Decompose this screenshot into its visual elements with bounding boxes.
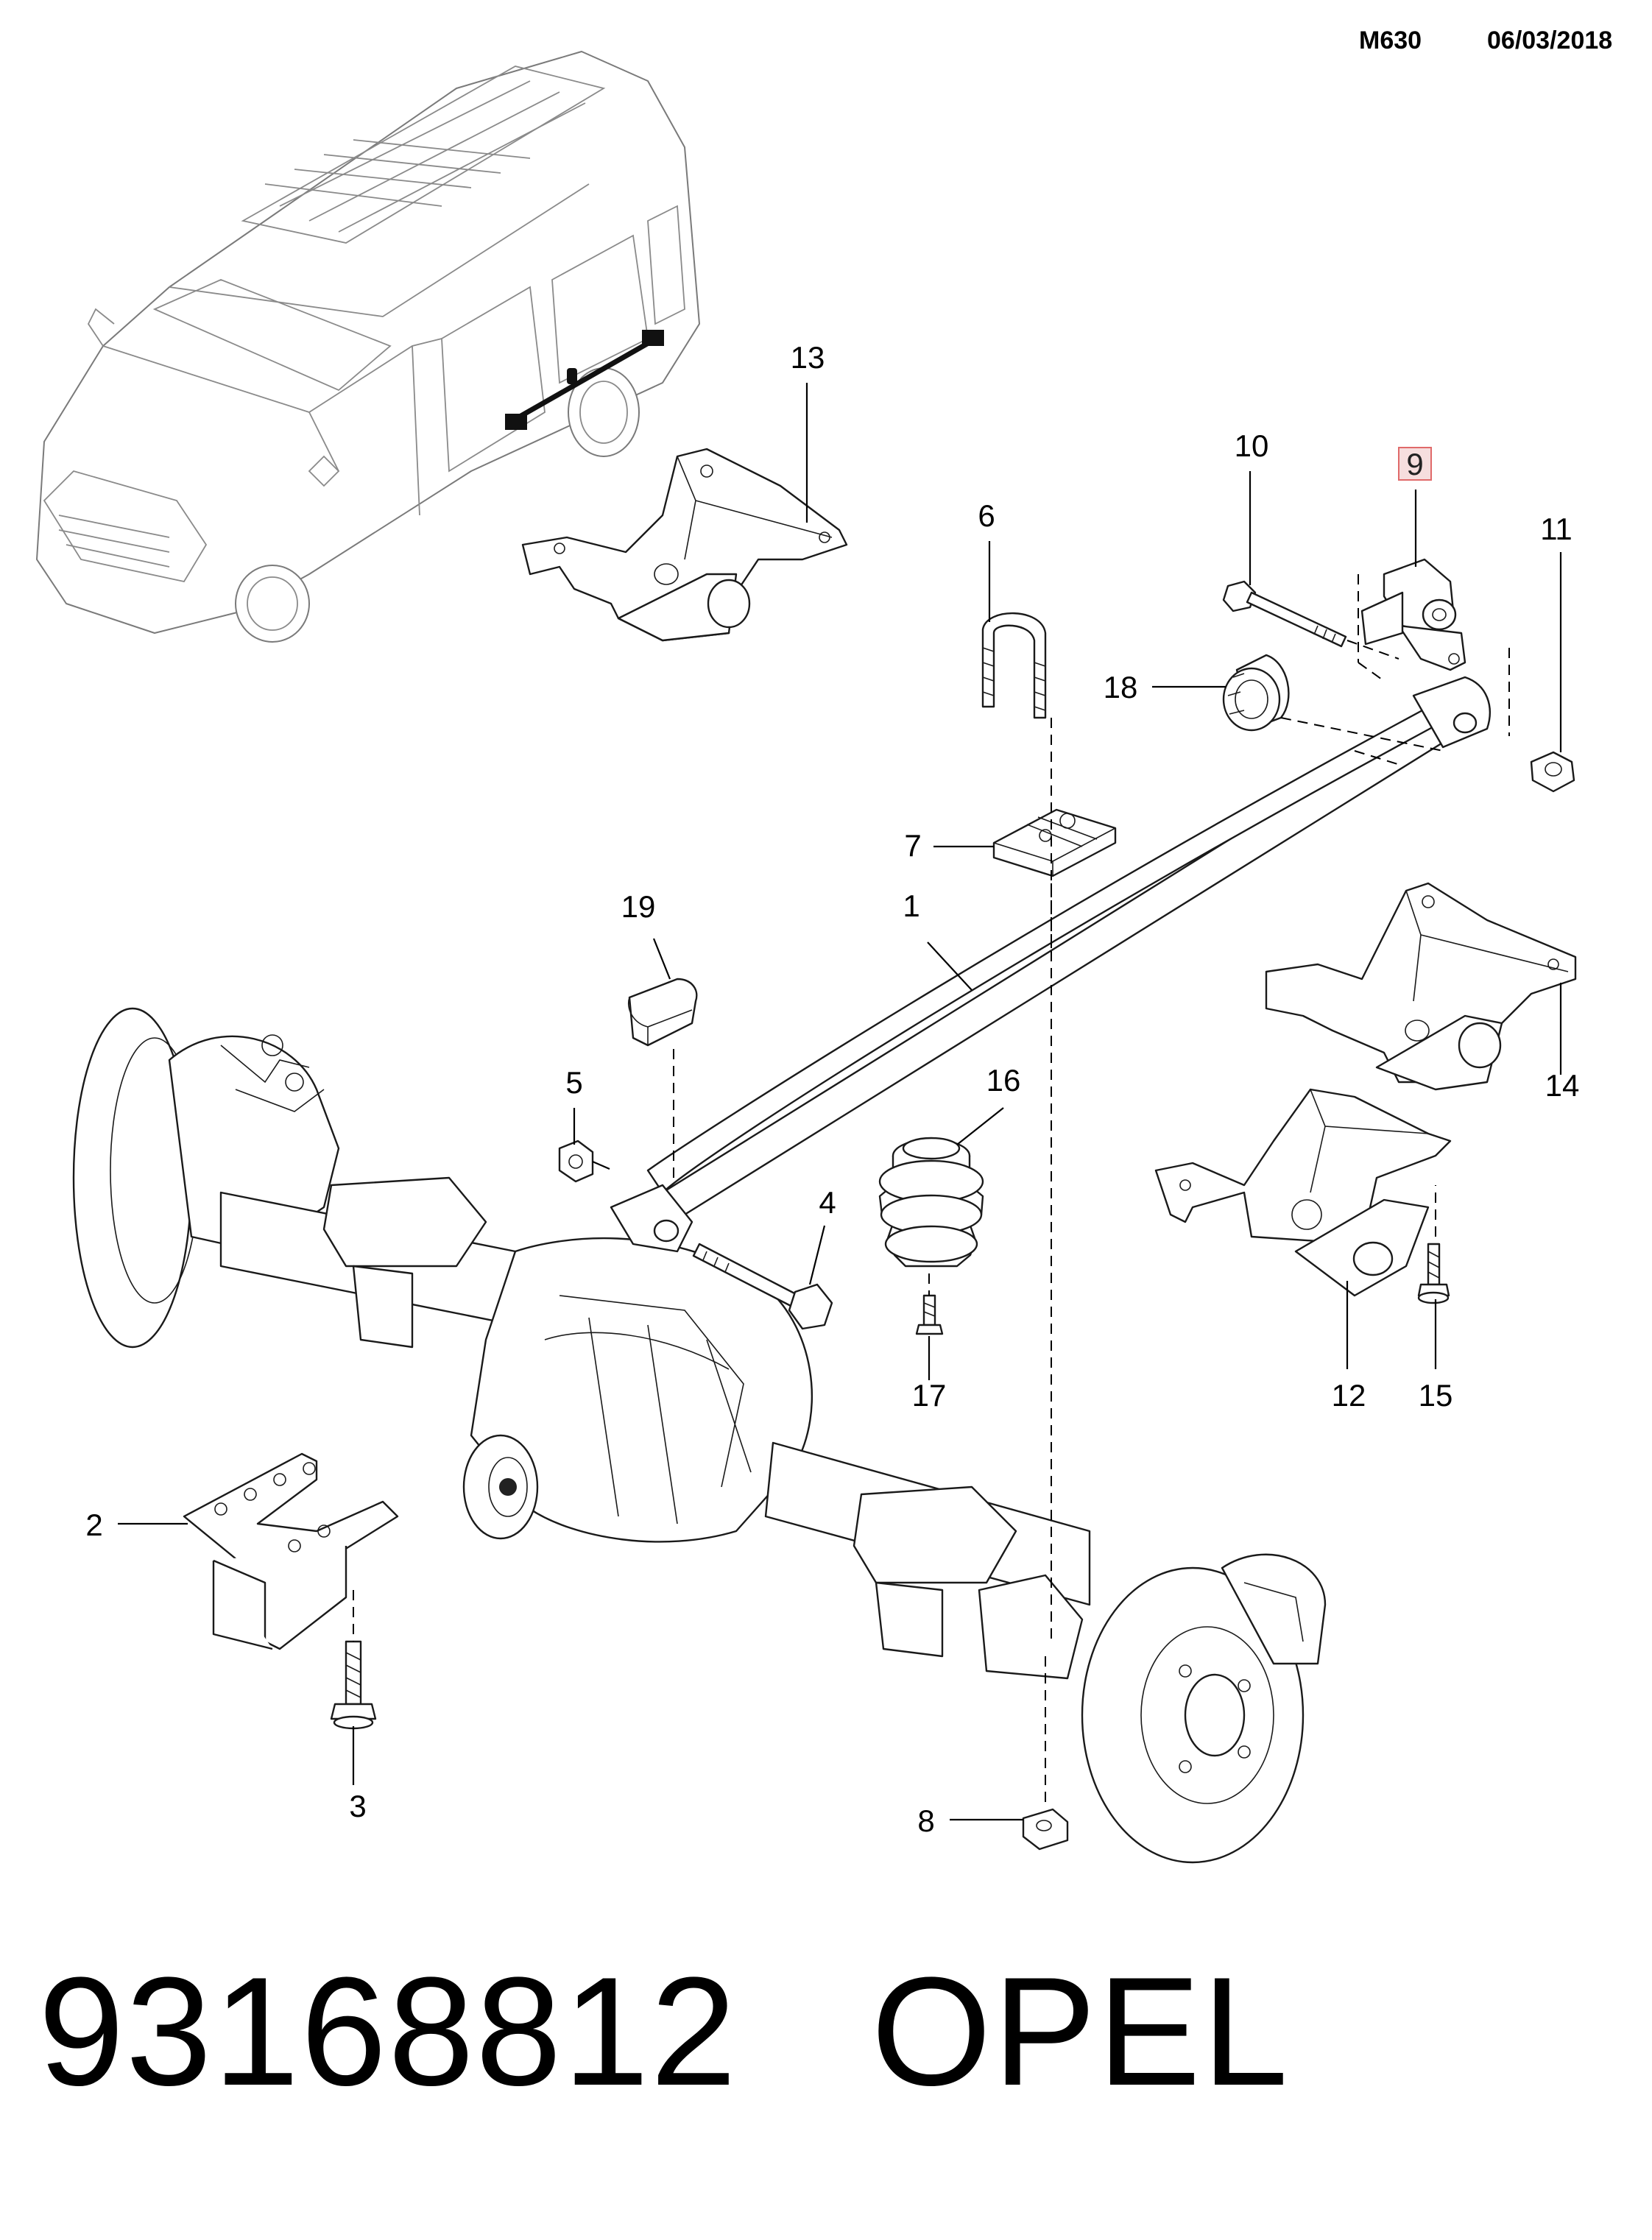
callout-15: 15 xyxy=(1419,1378,1453,1413)
part-18-bushing xyxy=(1222,654,1290,732)
leaf-spring xyxy=(610,676,1491,1253)
callout-2: 2 xyxy=(85,1508,102,1542)
part-13-bracket xyxy=(521,448,848,642)
diagram-date: 06/03/2018 xyxy=(1487,27,1613,54)
callout-4: 4 xyxy=(819,1185,836,1220)
part-14-bracket xyxy=(1265,882,1577,1091)
van-illustration xyxy=(36,51,700,643)
highlight-box-9 xyxy=(1398,447,1432,481)
part-15-bolt xyxy=(1417,1243,1450,1304)
part-12-bracket xyxy=(1154,1088,1452,1297)
callout-18: 18 xyxy=(1104,670,1138,704)
part-19-spacer xyxy=(628,978,698,1047)
part-8-nut xyxy=(1022,1808,1069,1851)
brand-name: OPEL xyxy=(871,1945,1290,2118)
callout-6: 6 xyxy=(978,498,995,533)
part-9-shackle xyxy=(1360,558,1466,671)
callout-labels: 1 2 3 4 5 6 7 8 9 10 11 12 13 14 15 16 1… xyxy=(85,340,1579,1838)
part-2-bracket xyxy=(183,1452,399,1650)
callout-10: 10 xyxy=(1235,428,1269,463)
part-number-footer: 93168812 OPEL xyxy=(38,1954,1290,2109)
leader-lines xyxy=(118,383,1562,1821)
callout-11: 11 xyxy=(1540,512,1572,546)
callout-3: 3 xyxy=(349,1789,366,1823)
callout-7: 7 xyxy=(904,828,921,863)
part-7-plate xyxy=(992,808,1117,877)
callout-8: 8 xyxy=(917,1803,934,1838)
callout-14: 14 xyxy=(1545,1068,1580,1103)
callout-19: 19 xyxy=(621,889,656,924)
diagram-code: M630 xyxy=(1359,27,1422,54)
callout-13: 13 xyxy=(791,340,825,375)
part-6-u-bolt xyxy=(981,612,1047,719)
rear-axle-assembly xyxy=(72,1007,1327,1864)
part-3-bolt xyxy=(330,1640,377,1730)
part-16-bump-stop xyxy=(878,1137,984,1268)
callout-17: 17 xyxy=(912,1378,947,1413)
callout-16: 16 xyxy=(986,1063,1021,1098)
exploded-view-drawing: 1 2 3 4 5 6 7 8 9 10 11 12 13 14 15 16 1… xyxy=(36,51,1579,1864)
callout-1: 1 xyxy=(903,888,919,923)
part-5-nut xyxy=(558,1140,610,1183)
callout-9: 9 xyxy=(1406,447,1423,481)
callout-5: 5 xyxy=(565,1065,582,1100)
part-17-screw xyxy=(915,1294,944,1335)
assembly-guide-lines xyxy=(353,574,1510,1807)
part-4-bolt xyxy=(692,1243,833,1330)
callout-12: 12 xyxy=(1332,1378,1366,1413)
part-10-bolt xyxy=(1222,580,1347,648)
part-number: 93168812 xyxy=(38,1945,738,2118)
part-11-nut xyxy=(1530,751,1575,793)
